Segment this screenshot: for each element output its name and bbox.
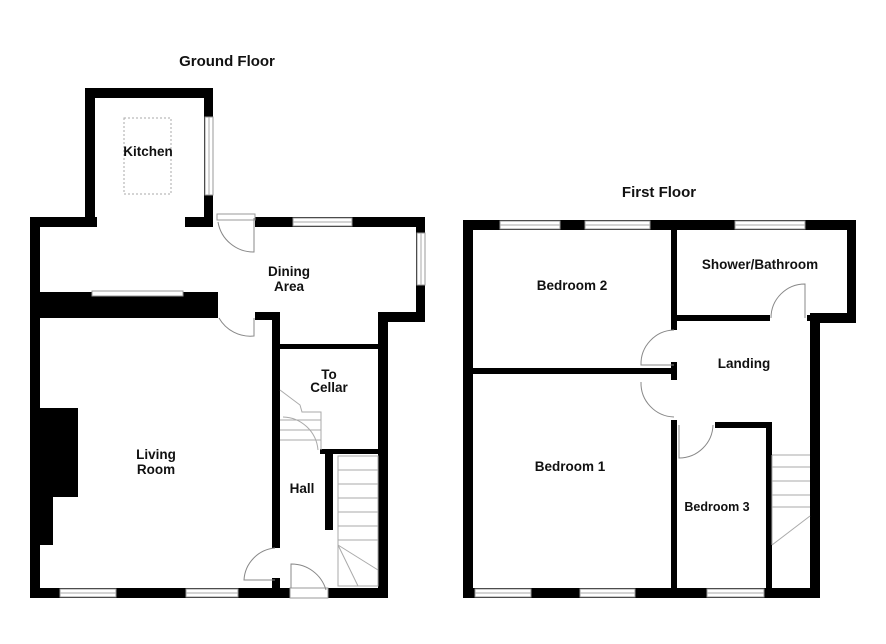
wall (473, 368, 677, 374)
wall (810, 313, 856, 323)
room-label-cellar: To (321, 367, 337, 382)
wall (766, 422, 772, 590)
door-swing (640, 329, 675, 366)
room-label-kitchen: Kitchen (123, 144, 173, 159)
window (91, 290, 184, 297)
wall (671, 362, 677, 380)
wall (463, 220, 473, 598)
room-label-bedroom-1: Bedroom 1 (535, 459, 606, 474)
wall (272, 312, 280, 548)
room-label-cellar: Cellar (310, 380, 348, 395)
door-swing (243, 547, 276, 581)
kitchen-unit (123, 117, 172, 195)
room-label-hall: Hall (290, 481, 315, 496)
wall (85, 88, 95, 227)
room-label-bedroom-2: Bedroom 2 (537, 278, 608, 293)
wall (325, 449, 333, 530)
door-swing (290, 563, 327, 591)
first-floor-title: First Floor (622, 184, 696, 201)
wall (30, 588, 290, 598)
door-swing (770, 283, 806, 319)
door-swing (217, 218, 255, 253)
wall (671, 420, 677, 590)
room-label-bathroom: Shower/Bathroom (702, 257, 818, 272)
room-label-living: Living (136, 447, 176, 462)
wall (378, 312, 425, 322)
room-label-living: Room (137, 462, 175, 477)
wall (272, 578, 280, 590)
wall (810, 313, 820, 598)
front-door (289, 587, 329, 599)
wall (807, 315, 820, 321)
door-swing (678, 424, 714, 459)
wall (185, 217, 213, 227)
room-label-dining: Area (274, 279, 305, 294)
chimney-breast (40, 408, 78, 545)
wall (463, 220, 856, 230)
wall (671, 230, 677, 330)
wall (320, 449, 380, 454)
wall (278, 344, 380, 349)
room-label-landing: Landing (718, 356, 771, 371)
wall (85, 88, 213, 98)
ground-floor: Ground Floor (30, 53, 426, 599)
stairs (771, 454, 811, 546)
room-label-bedroom-3: Bedroom 3 (684, 500, 749, 514)
wall (255, 312, 280, 320)
wall (715, 422, 772, 428)
ground-floor-title: Ground Floor (179, 53, 275, 70)
door-frame (216, 213, 256, 221)
wall (328, 588, 388, 598)
door-swing (640, 381, 675, 418)
cellar-stairs (279, 389, 322, 451)
stairs (337, 455, 379, 587)
wall (30, 217, 40, 598)
wall (378, 312, 388, 598)
first-floor: First Floor (463, 184, 856, 598)
wall (847, 220, 856, 323)
door-swing (218, 317, 255, 337)
wall (677, 315, 770, 321)
wall (30, 217, 97, 227)
wall (463, 588, 820, 598)
room-label-dining: Dining (268, 264, 310, 279)
